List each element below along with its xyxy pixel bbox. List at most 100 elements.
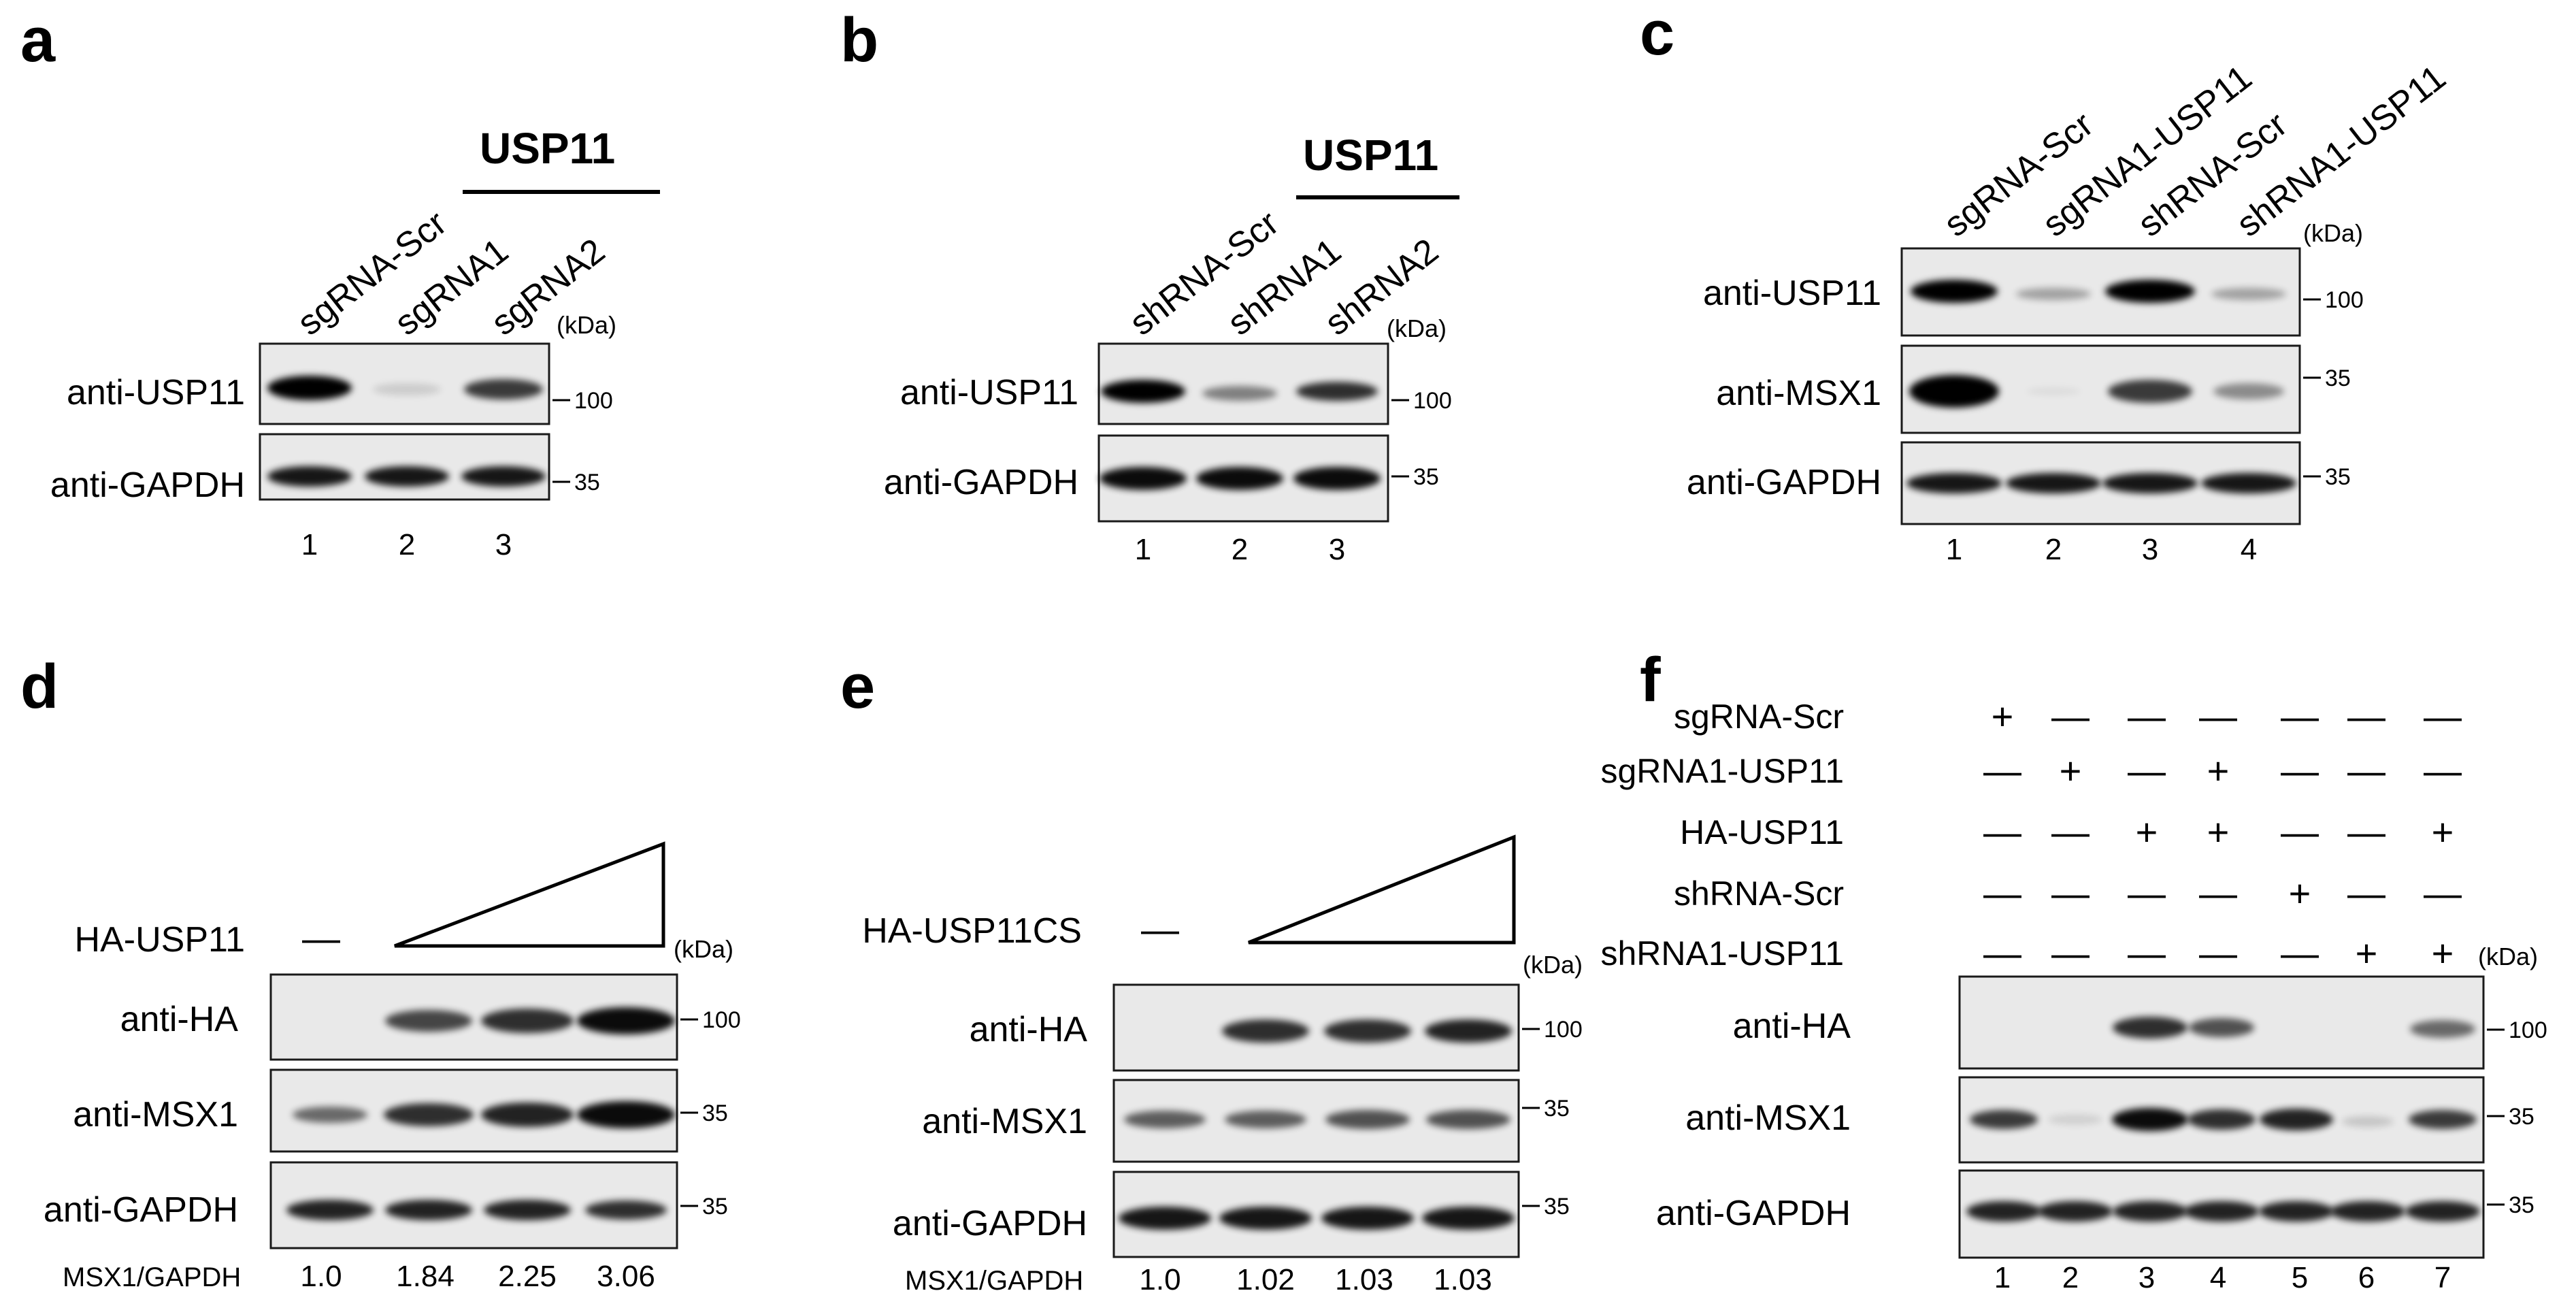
lane-number: 7 [2434,1261,2451,1294]
band [2405,1201,2480,1222]
kda-label: (kDa) [674,935,733,963]
band [481,1009,574,1033]
antibody-label: anti-GAPDH [893,1204,1087,1243]
band [1970,1110,2038,1129]
band [293,1107,367,1123]
sign: — [2128,695,2166,738]
band [1425,1019,1512,1043]
antibody-label: anti-GAPDH [1656,1194,1851,1233]
panel-f: f sgRNA-Scr + — — — — — — sgRNA1-USP11 —… [1600,645,2547,1294]
dose-wedge-icon [1248,834,1516,945]
panel-letter-a: a [20,5,56,75]
band [1202,386,1277,401]
band [1124,1111,1206,1128]
band [2112,1108,2188,1131]
sign: — [2347,749,2385,792]
lane-number: 1 [1946,533,1962,566]
band [2409,1110,2477,1129]
band [585,1200,667,1220]
band-group [1100,467,1381,490]
sign: + [2356,932,2378,975]
band [1219,1207,1312,1230]
sign: — [1983,811,2021,853]
band [2260,1109,2333,1130]
band [1426,1110,1510,1129]
condition-label: HA-USP11 [1680,813,1844,851]
band-group [1966,1201,2480,1222]
dose-wedge-icon [394,841,665,948]
band [2187,1109,2256,1130]
sign: — [1983,872,2021,915]
band [2038,1201,2113,1222]
sign: — [2347,872,2385,915]
kda-label: (kDa) [557,311,616,339]
sign: — [2281,695,2319,738]
band-group [293,1101,675,1128]
lane-number: 2 [399,528,415,561]
ratio-value: 1.03 [1434,1263,1492,1296]
sign: — [2128,749,2166,792]
mw-marker: 35 [2325,464,2351,490]
sign: — [2281,749,2319,792]
mw-marker: 100 [702,1007,741,1033]
antibody-label: anti-GAPDH [50,465,245,505]
band [1222,1019,1309,1043]
band [1422,1207,1515,1230]
mw-marker: 35 [2325,365,2351,391]
treatment-label: HA-USP11 [75,920,245,960]
panel-letter-f: f [1640,645,1661,715]
sign: — [2281,932,2319,975]
lane-number: 1 [1994,1261,2011,1294]
panel-letter-d: d [20,652,59,721]
ratio-value: 1.0 [300,1260,342,1293]
band [1293,467,1381,490]
blot-anti-ha [269,973,678,1061]
band [2048,1114,2102,1125]
band [484,1200,571,1220]
antibody-label: anti-HA [970,1010,1088,1049]
sign: + [2060,749,2082,792]
band [481,1102,574,1127]
sign: + [2207,811,2230,853]
lane-number: 1 [1135,533,1151,566]
band-group [1119,1207,1515,1230]
mw-marker: 35 [702,1100,728,1126]
gene-bracket-label: USP11 [1303,131,1438,180]
mw-marker: 35 [1544,1194,1570,1220]
band [2342,1116,2394,1127]
panel-letter-b: b [840,5,878,75]
ratio-value: 2.25 [498,1260,557,1293]
sign: — [2199,932,2237,975]
band [2213,383,2284,399]
antibody-label: anti-MSX1 [73,1095,238,1134]
treatment-label: HA-USP11CS [862,911,1082,951]
sign: — [2347,695,2385,738]
mw-marker: 100 [574,388,613,414]
sign: + [2289,872,2311,915]
mw-marker: 100 [2509,1017,2547,1043]
band [365,466,449,487]
antibody-label: anti-MSX1 [1716,374,1881,413]
band [373,383,441,395]
kda-label: (kDa) [1523,951,1583,979]
panel-e: e HA-USP11CS — (kDa) anti-HA 100 anti-MS… [840,652,1583,1296]
condition-row: shRNA1-USP11 — — — — — + + [1600,932,2454,975]
antibody-label: anti-USP11 [1703,274,1881,313]
band [2330,1201,2405,1222]
band [2113,1201,2187,1222]
sign: — [2051,695,2090,738]
band [1101,380,1185,403]
band [2410,1020,2475,1038]
sign: — [2051,872,2090,915]
band [2016,288,2091,300]
panel-d: d HA-USP11 — (kDa) anti-HA 100 anti-MSX1… [20,652,741,1293]
sign: — [2199,695,2237,738]
kda-label: (kDa) [2478,943,2538,970]
band [2026,387,2081,395]
ratio-value: 1.03 [1335,1263,1393,1296]
panel-a: a USP11 sgRNA-Scr sgRNA1 sgRNA2 (kDa) an… [20,5,660,561]
sign: — [1983,749,2021,792]
mw-marker: 35 [2509,1192,2534,1218]
band [2259,1201,2334,1222]
panel-b: b USP11 shRNA-Scr shRNA1 shRNA2 (kDa) an… [840,5,1459,566]
